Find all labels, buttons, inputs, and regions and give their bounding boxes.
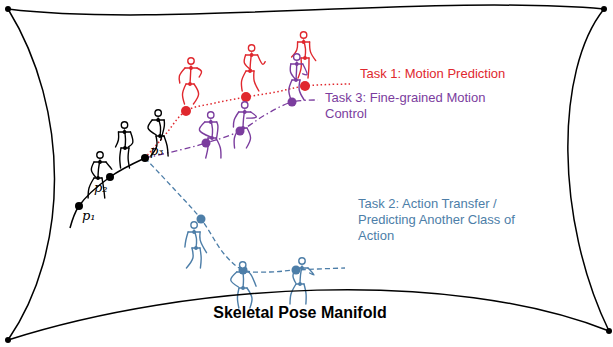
observed-trajectory (70, 158, 145, 228)
manifold-title: Skeletal Pose Manifold (213, 304, 386, 322)
pose-point (288, 98, 297, 107)
pose-point (75, 202, 83, 210)
pose-point (106, 173, 114, 181)
pose-point (300, 81, 310, 91)
skeleton-figure (233, 102, 256, 148)
pose-point (197, 215, 206, 224)
skeleton-figure (88, 152, 112, 198)
skeleton-figure (290, 258, 314, 304)
pose-point (241, 92, 251, 102)
skeleton-figure (292, 32, 316, 78)
point-label: p₂ (94, 180, 108, 195)
task-label: Task 3: Fine-grained Motion Control (325, 90, 515, 122)
point-label: p₃ (150, 143, 164, 158)
control-trajectory (145, 100, 318, 158)
task-label: Task 1: Motion Prediction (360, 66, 505, 82)
skeleton-figure (231, 262, 256, 308)
skeleton-figure (289, 54, 307, 100)
skeleton-figure (116, 122, 133, 168)
pose-point (141, 154, 149, 162)
skeleton-figure (241, 45, 265, 91)
transfer-trajectory (145, 158, 345, 272)
prediction-trajectory (145, 84, 350, 158)
skeleton-figure (185, 222, 207, 268)
skeleton-figure (179, 58, 201, 104)
point-label: p₁ (82, 208, 96, 223)
task-label: Task 2: Action Transfer / Predicting Ano… (358, 196, 536, 244)
skeleton-figure (199, 112, 221, 158)
pose-point (202, 139, 211, 148)
pose-point (181, 106, 191, 116)
